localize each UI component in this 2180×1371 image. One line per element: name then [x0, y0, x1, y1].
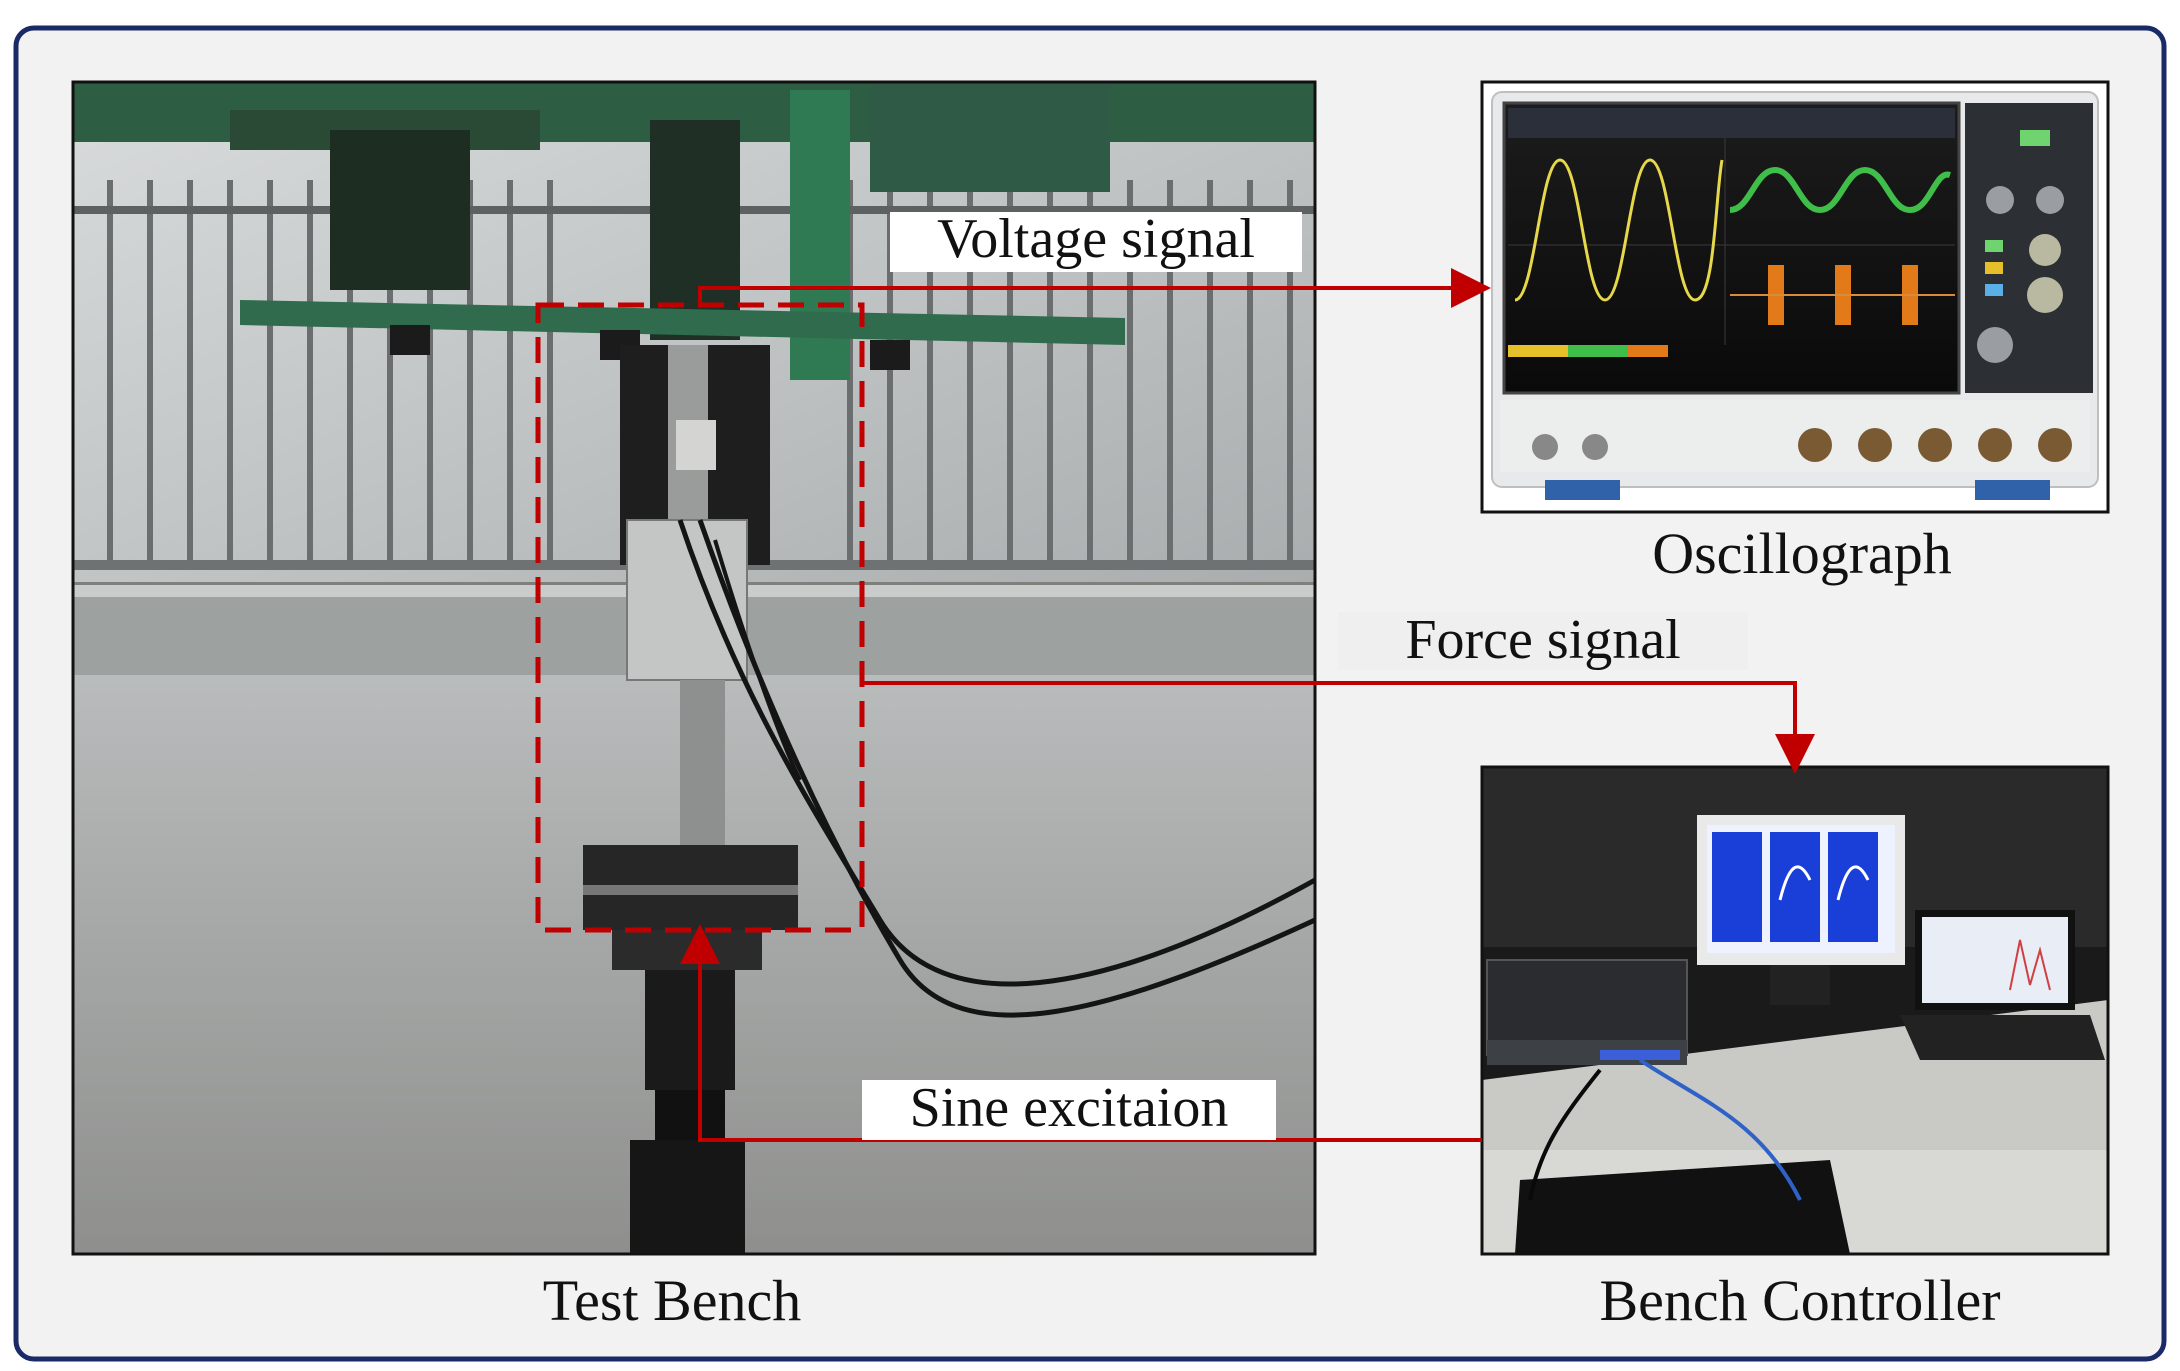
bench-controller-caption: Bench Controller	[1599, 1268, 2000, 1333]
sine-excitation-label: Sine excitaion	[910, 1077, 1229, 1139]
test-bench-photo	[73, 82, 1315, 1254]
force-signal-label: Force signal	[1405, 609, 1680, 671]
oscillograph-photo	[1482, 82, 2108, 512]
oscillograph-caption: Oscillograph	[1652, 521, 1952, 586]
test-bench-caption: Test Bench	[543, 1268, 801, 1333]
voltage-signal-label: Voltage signal	[937, 208, 1255, 270]
test-bench-photo-border	[71, 80, 1317, 1256]
bench-controller-photo	[1482, 767, 2108, 1254]
force-signal-arrow	[862, 681, 1815, 774]
force-signal-label-bg	[1338, 612, 1748, 670]
voltage-signal-label-bg	[890, 212, 1302, 272]
voltage-signal-arrow	[698, 268, 1491, 308]
sine-excitation-label-bg	[862, 1080, 1276, 1140]
